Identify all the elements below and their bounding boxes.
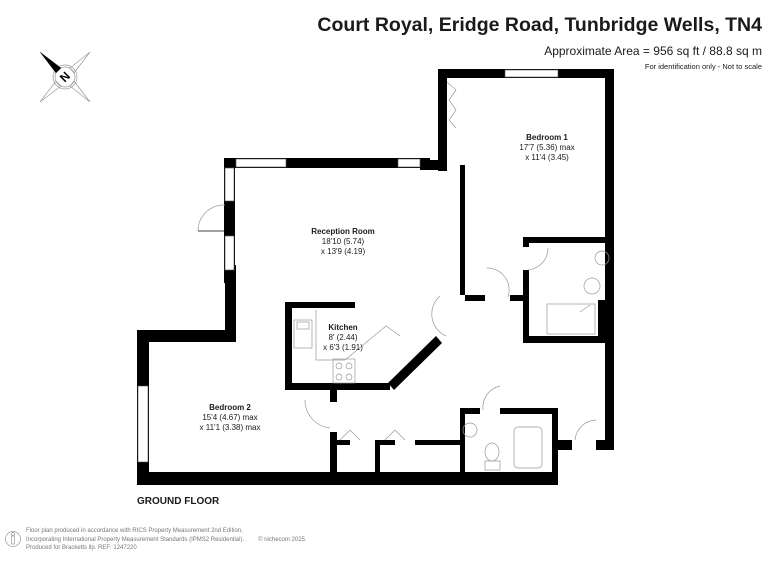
room-bedroom-1: Bedroom 1 17'7 (5.36) max x 11'4 (3.45) [519,133,574,163]
property-title: Court Royal, Eridge Road, Tunbridge Well… [317,14,762,36]
room-dimension: 15'4 (4.67) max [202,413,258,422]
windows [137,69,559,463]
footer-text: Floor plan produced in accordance with R… [26,527,307,553]
room-bedroom-2: Bedroom 2 15'4 (4.67) max x 11'1 (3.38) … [200,403,261,433]
footer-line: Produced for Bracketts llp. REF: 1247220 [26,545,137,551]
room-reception: Reception Room 18'10 (5.74) x 13'9 (4.19… [311,227,375,257]
scale-note: For identification only - Not to scale [644,62,762,71]
person-icon [5,531,21,547]
floor-label: GROUND FLOOR [137,496,220,507]
footer-line: Floor plan produced in accordance with R… [26,528,243,534]
room-name: Bedroom 1 [526,133,568,142]
copyright: © nichecom 2025. [258,536,307,543]
north-compass-icon: N [39,51,91,103]
room-dimension: x 11'4 (3.45) [525,153,569,162]
room-dimension: x 11'1 (3.38) max [199,423,261,432]
doors-and-fixtures [197,81,610,471]
room-dimension: 8' (2.44) [328,333,358,342]
room-name: Bedroom 2 [209,403,251,412]
room-name: Reception Room [311,227,375,236]
room-kitchen: Kitchen 8' (2.44) x 6'3 (1.91) [323,323,363,353]
room-dimension: x 6'3 (1.91) [323,343,363,352]
room-dimension: 17'7 (5.36) max [519,143,575,152]
room-dimension: 18'10 (5.74) [321,237,365,246]
footer-line: Incorporating International Property Mea… [26,536,245,543]
room-dimension: x 13'9 (4.19) [320,247,366,256]
room-name: Kitchen [328,323,358,332]
approximate-area: Approximate Area = 956 sq ft / 88.8 sq m [544,44,762,58]
